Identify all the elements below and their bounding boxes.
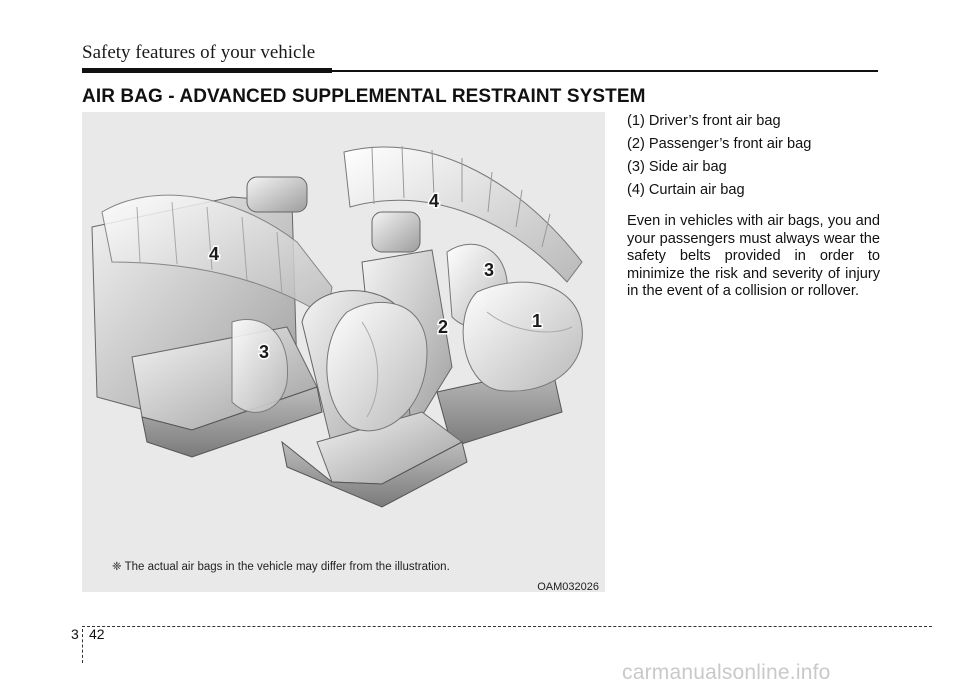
header-rule-thin (332, 70, 878, 72)
figure-note: ❈ The actual air bags in the vehicle may… (112, 561, 450, 573)
callout-label: 2 (438, 317, 448, 337)
footer-divider (82, 629, 83, 663)
page-number: 42 (89, 626, 105, 642)
body-paragraph: Even in vehicles with air bags, you and … (627, 213, 880, 299)
callout-label: 3 (259, 342, 269, 362)
watermark: carmanualsonline.info (622, 661, 831, 684)
callout-label: 3 (484, 260, 494, 280)
airbag-legend: (1) Driver’s front air bag (2) Passenger… (627, 110, 811, 202)
callout-label: 4 (429, 191, 439, 211)
section-heading: AIR BAG - ADVANCED SUPPLEMENTAL RESTRAIN… (82, 86, 646, 107)
driver-seat-base (281, 440, 468, 508)
legend-item: (2) Passenger’s front air bag (627, 136, 812, 152)
callout-label: 1 (532, 311, 542, 331)
footer-rule (82, 626, 932, 627)
figure-code: OAM032026 (537, 581, 599, 592)
front-headrest (371, 211, 421, 253)
airbag-illustration: 4 4 3 3 2 1 ❈ The actual air bags in the… (82, 112, 605, 592)
legend-item: (1) Driver’s front air bag (627, 113, 781, 129)
rear-side-airbag (231, 319, 289, 413)
rear-headrest (246, 176, 308, 213)
rear-seat-base (141, 386, 323, 458)
legend-item: (4) Curtain air bag (627, 182, 745, 198)
chapter-number: 3 (71, 626, 79, 642)
legend-item: (3) Side air bag (627, 159, 727, 175)
airbag-illustration-art: 4 4 3 3 2 1 (91, 145, 583, 508)
callout-label: 4 (209, 244, 219, 264)
driver-front-airbag (462, 281, 583, 392)
header-rule-thick (82, 68, 332, 73)
running-header-title: Safety features of your vehicle (82, 42, 316, 63)
